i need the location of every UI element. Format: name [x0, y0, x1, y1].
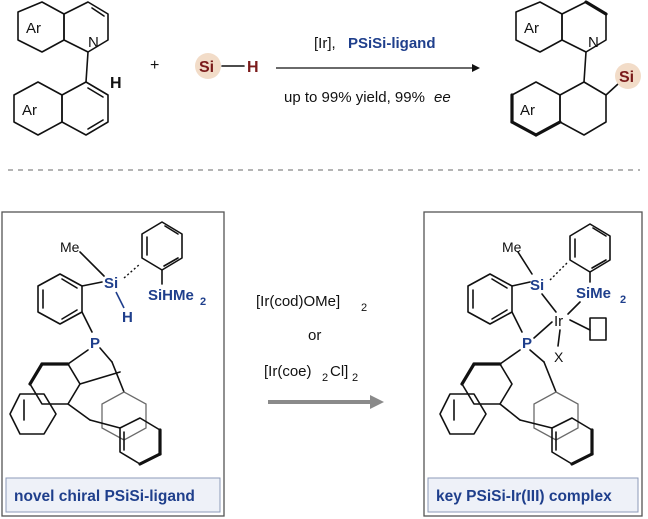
substrate-h-atom: H — [110, 75, 122, 92]
ligand-caption: novel chiral PSiSi-ligand — [14, 488, 195, 505]
substrate-ar-top: Ar — [26, 20, 41, 37]
ligand-label: PSiSi-ligand — [348, 35, 436, 52]
substrate-molecule: Ar Ar N H — [13, 1, 122, 136]
ligand-sihme2: SiHMe — [148, 287, 194, 304]
yield-label: up to 99% yield, 99% — [284, 89, 425, 106]
silane-reagent: Si H — [195, 53, 259, 79]
reagent2-subscript-b: 2 — [352, 372, 358, 384]
complex-caption: key PSiSi-Ir(III) complex — [436, 488, 612, 505]
ligand-sihme2-subscript: 2 — [200, 296, 206, 308]
or-label: or — [308, 327, 321, 344]
complex-si: Si — [530, 277, 544, 294]
ligand-caption-box — [5, 477, 221, 513]
complex-me: Me — [502, 239, 522, 255]
si-badge — [195, 53, 221, 79]
reagent2-subscript-a: 2 — [322, 372, 328, 384]
ligand-si: Si — [104, 275, 118, 292]
product-molecule: Ar Ar N Si — [510, 0, 641, 137]
ligand-panel: novel chiral PSiSi-ligand Me Si H SiHMe … — [1, 211, 225, 517]
substrate-ar-bottom: Ar — [22, 102, 37, 119]
complex-sime2: SiMe — [576, 285, 611, 302]
cyclobutyl-icon — [589, 317, 607, 341]
reaction-arrow: [Ir], PSiSi-ligand up to 99% yield, 99% … — [276, 35, 480, 106]
product-si-badge — [615, 63, 641, 89]
product-ar-top: Ar — [524, 20, 539, 37]
catalyst-label: [Ir], — [314, 35, 336, 52]
complex-p: P — [522, 335, 532, 352]
ligand-me: Me — [60, 239, 80, 255]
plus-sign: + — [150, 57, 159, 74]
reagent2-part-a: [Ir(coe) — [264, 363, 312, 380]
metalation-conditions: [Ir(cod)OMe] 2 or [Ir(coe) 2 Cl] 2 — [256, 293, 384, 409]
reagent2-part-b: Cl] — [330, 363, 348, 380]
ee-label: ee — [434, 89, 451, 106]
reagent1: [Ir(cod)OMe] — [256, 293, 340, 310]
silane-si: Si — [199, 59, 214, 76]
complex-panel: key PSiSi-Ir(III) complex Me Si SiMe 2 I… — [423, 211, 643, 517]
product-si-atom: Si — [619, 69, 634, 86]
complex-x: X — [554, 349, 564, 365]
ligand-h: H — [122, 309, 133, 326]
ligand-p: P — [90, 335, 100, 352]
silane-h: H — [247, 59, 259, 76]
reagent1-subscript: 2 — [361, 302, 367, 314]
complex-ir: Ir — [554, 313, 563, 330]
product-ar-bottom: Ar — [520, 102, 535, 119]
complex-caption-box — [427, 477, 639, 513]
product-n-atom: N — [588, 34, 599, 51]
grey-arrow-head — [370, 395, 384, 409]
substrate-n-atom: N — [88, 34, 99, 51]
complex-sime2-subscript: 2 — [620, 294, 626, 306]
